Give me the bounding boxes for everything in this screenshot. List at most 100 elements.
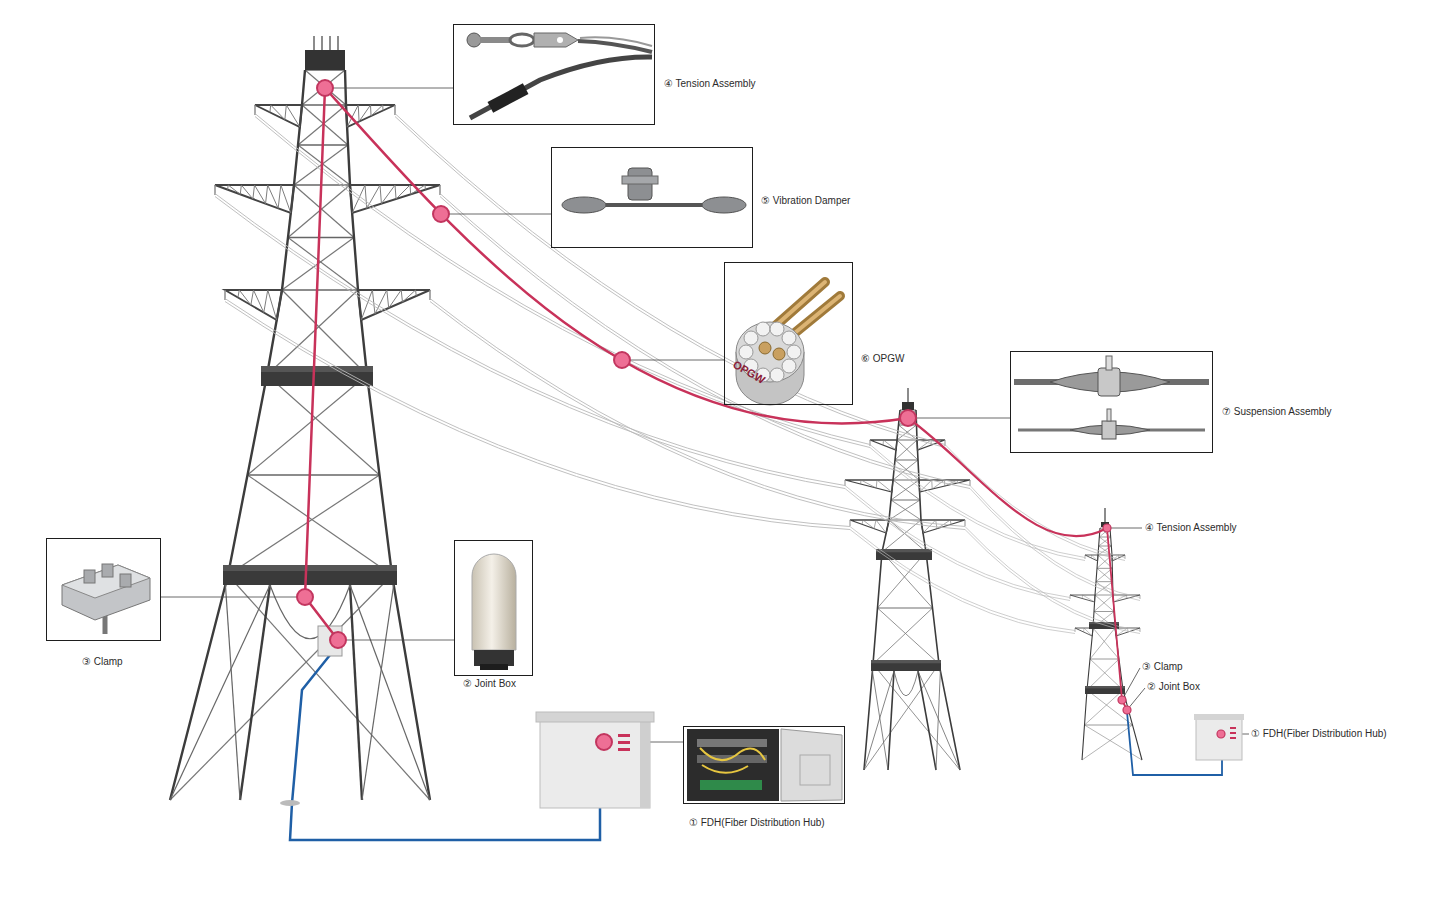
leader-line [161, 597, 305, 598]
lattice-brace [895, 460, 919, 480]
fiber [702, 765, 748, 773]
marker-dot [1123, 706, 1131, 714]
lattice-brace [899, 410, 917, 425]
conductor-wire [430, 302, 965, 530]
arm-brace [1092, 555, 1098, 561]
arm-brace [396, 185, 410, 199]
clamp-jaw [622, 176, 658, 184]
lattice-brace [1087, 659, 1119, 690]
arm-brace [395, 185, 396, 199]
tower-cap [902, 402, 914, 410]
link [510, 34, 534, 46]
tower-leg [1110, 528, 1142, 760]
lattice-brace [889, 500, 920, 520]
leader-lines [161, 88, 1249, 742]
dead-end-clamp [488, 83, 529, 112]
antenna [907, 388, 909, 402]
arm-brace [883, 440, 885, 445]
lattice-brace [228, 475, 380, 575]
conductor-wire [440, 194, 970, 486]
antenna [337, 36, 339, 50]
insulator-string [1085, 555, 1086, 559]
conductor-wire [225, 299, 850, 527]
conductor-wire [970, 486, 1140, 598]
lattice-strut [891, 500, 920, 501]
platform-top [876, 549, 932, 552]
lattice-brace [878, 608, 940, 664]
clamp-pin [1107, 409, 1111, 421]
leader-line [325, 88, 453, 89]
arm-brace [240, 185, 241, 194]
bolt [120, 574, 131, 587]
leader-line [1107, 528, 1142, 529]
marker-dot [330, 632, 346, 648]
leader-line [441, 214, 551, 215]
arm-brace [238, 290, 239, 298]
cabinet-mark [618, 734, 630, 737]
leader-line [622, 360, 724, 361]
conductor-wire [945, 445, 1125, 558]
lattice-brace [1090, 628, 1115, 659]
lattice-brace [918, 671, 960, 770]
tube-end [773, 348, 785, 360]
callout-label: ③ Clamp [82, 656, 123, 668]
arm-brace [371, 105, 383, 116]
shelf [697, 755, 767, 763]
arm-brace [415, 290, 417, 296]
lattice-brace [900, 410, 917, 425]
icon-bg [454, 25, 654, 124]
fiber-tube [780, 296, 840, 345]
fdh-cabinet [540, 720, 650, 808]
tower-platform [871, 660, 941, 671]
marker-dot [297, 589, 313, 605]
cabinet-door [781, 729, 842, 801]
conductor-wire [395, 114, 945, 445]
marker-dot [1118, 696, 1126, 704]
conductor-wire [440, 197, 970, 489]
tower-platform [876, 549, 932, 560]
lattice-brace [267, 375, 380, 475]
towers [170, 36, 1142, 800]
antenna [329, 36, 331, 50]
arm-brace [266, 185, 268, 204]
lattice-brace [895, 440, 917, 460]
insulator-string [1070, 595, 1071, 599]
tower-leg [345, 70, 430, 800]
lattice-arch [894, 671, 918, 696]
ball-eye [467, 33, 481, 47]
lattice-strut [1099, 537, 1110, 538]
joint-box-icon [472, 554, 516, 670]
cabinet-mark [618, 741, 630, 744]
arm-brace [269, 105, 271, 112]
lattice-strut [1095, 595, 1113, 596]
lattice-brace [1096, 582, 1113, 595]
callout-box: ③ Clamp [46, 538, 161, 641]
cross-arm [215, 185, 294, 213]
cross-arm [255, 105, 302, 127]
arm-brace [278, 185, 281, 208]
cross-arm [1085, 555, 1098, 561]
lattice-brace [362, 585, 394, 800]
conductor-wire [215, 194, 845, 486]
arm-brace [410, 185, 412, 194]
arm-brace [389, 290, 401, 308]
part-label: ① FDH(Fiber Distribution Hub) [1251, 728, 1387, 740]
callout-box: ⑤ Vibration Damper [551, 147, 753, 248]
marker-dot [317, 80, 333, 96]
arm-brace [251, 290, 254, 305]
cable [470, 57, 652, 118]
suspension-clamp [1102, 421, 1116, 439]
leader-line [338, 640, 454, 641]
cabinet-mark [1230, 727, 1236, 729]
damper-weight [702, 197, 746, 213]
marker-dot [614, 352, 630, 368]
cabinet-mark [618, 748, 630, 751]
lattice-brace [1099, 537, 1111, 546]
insulator-string [965, 520, 966, 526]
tower-leg [888, 671, 894, 770]
lattice-brace [1094, 595, 1113, 612]
arm-brace [1083, 628, 1084, 632]
arm-brace [1083, 595, 1095, 602]
lattice-strut [1094, 611, 1114, 612]
lattice-strut [1090, 659, 1119, 660]
